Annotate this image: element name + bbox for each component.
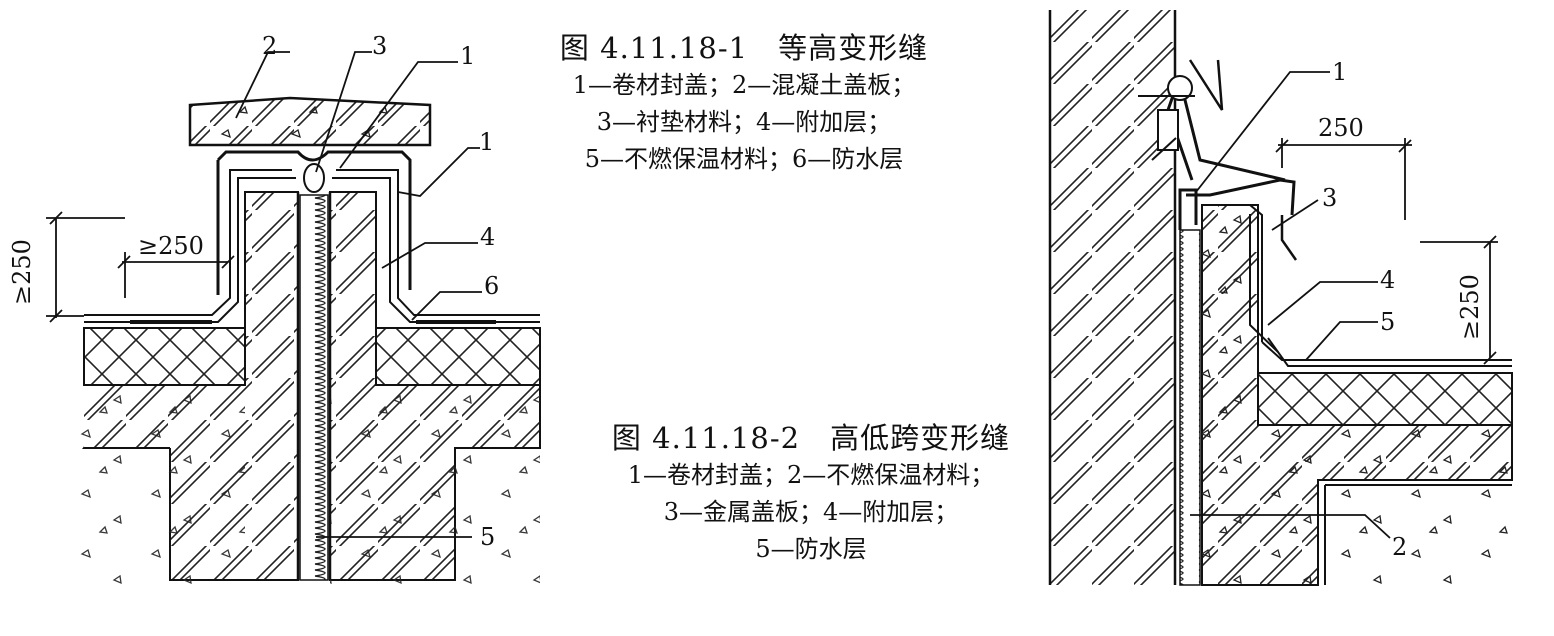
figure1-legend-line-2: 3—衬垫材料；4—附加层； xyxy=(596,108,892,136)
fig1-dimension-height xyxy=(46,211,125,323)
figure2-drawing: 1 3 4 5 2 250 ≥250 xyxy=(1048,10,1513,586)
figure2-title: 图 4.11.18-2 高低跨变形缝 xyxy=(611,421,1011,455)
fig2-callout-2: 2 xyxy=(1392,533,1407,561)
figure1-caption: 图 4.11.18-1 等高变形缝 1—卷材封盖；2—混凝土盖板； 3—衬垫材料… xyxy=(538,30,950,178)
fig2-callout-3: 3 xyxy=(1322,184,1337,212)
fig2-dimension-height xyxy=(1420,235,1498,365)
fig1-dimension-width-label: ≥250 xyxy=(138,232,204,260)
fig2-dimension-height-label: ≥250 xyxy=(1456,274,1484,340)
fig1-backer-material xyxy=(299,194,329,581)
fig2-insulation-infill xyxy=(1179,229,1201,586)
fig2-callout-4: 4 xyxy=(1380,266,1395,294)
fig1-insulation-right xyxy=(375,327,541,386)
fig1-dimension-height-label: ≥250 xyxy=(8,239,36,305)
figure1-legend-line-3: 5—不燃保温材料；6—防水层 xyxy=(584,145,904,173)
fig2-roof-insulation xyxy=(1257,372,1513,426)
fig1-dimension-width xyxy=(117,252,235,298)
figure2-legend-line-1: 1—卷材封盖；2—不燃保温材料； xyxy=(627,461,995,489)
figure1-legend-line-1: 1—卷材封盖；2—混凝土盖板； xyxy=(572,71,916,99)
fig1-callout-5: 5 xyxy=(480,523,495,551)
fig2-fastener xyxy=(1167,75,1193,101)
fig1-insulation-left xyxy=(83,327,246,386)
fig2-dimension-width-label: 250 xyxy=(1318,114,1364,142)
fig1-callout-6: 6 xyxy=(484,272,499,300)
fig1-callout-1-top: 1 xyxy=(460,42,475,70)
fig1-callout-4: 4 xyxy=(480,223,495,251)
fig1-waterproof-layer xyxy=(84,169,540,316)
fig1-callout-2: 2 xyxy=(262,32,277,60)
fig2-waterproof-layer xyxy=(1249,204,1512,367)
figure2-legend-line-2: 3—金属盖板；4—附加层； xyxy=(663,498,959,526)
fig2-callout-1: 1 xyxy=(1332,58,1347,86)
figure2-legend-line-3: 5—防水层 xyxy=(755,535,867,563)
fig2-callout-5: 5 xyxy=(1380,308,1395,336)
fig1-callout-1-side: 1 xyxy=(479,128,494,156)
figure1-drawing: 2 3 1 1 4 6 5 ≥250 ≥250 xyxy=(8,32,541,585)
fig2-high-wall xyxy=(1050,10,1175,585)
figure1-title: 图 4.11.18-1 等高变形缝 xyxy=(559,31,929,65)
fig2-dimension-width xyxy=(1275,138,1412,220)
figure2-caption: 图 4.11.18-2 高低跨变形缝 1—卷材封盖；2—不燃保温材料； 3—金属… xyxy=(596,420,1026,568)
fig1-callout-3: 3 xyxy=(372,32,387,60)
fig1-backer-rod xyxy=(303,163,325,193)
